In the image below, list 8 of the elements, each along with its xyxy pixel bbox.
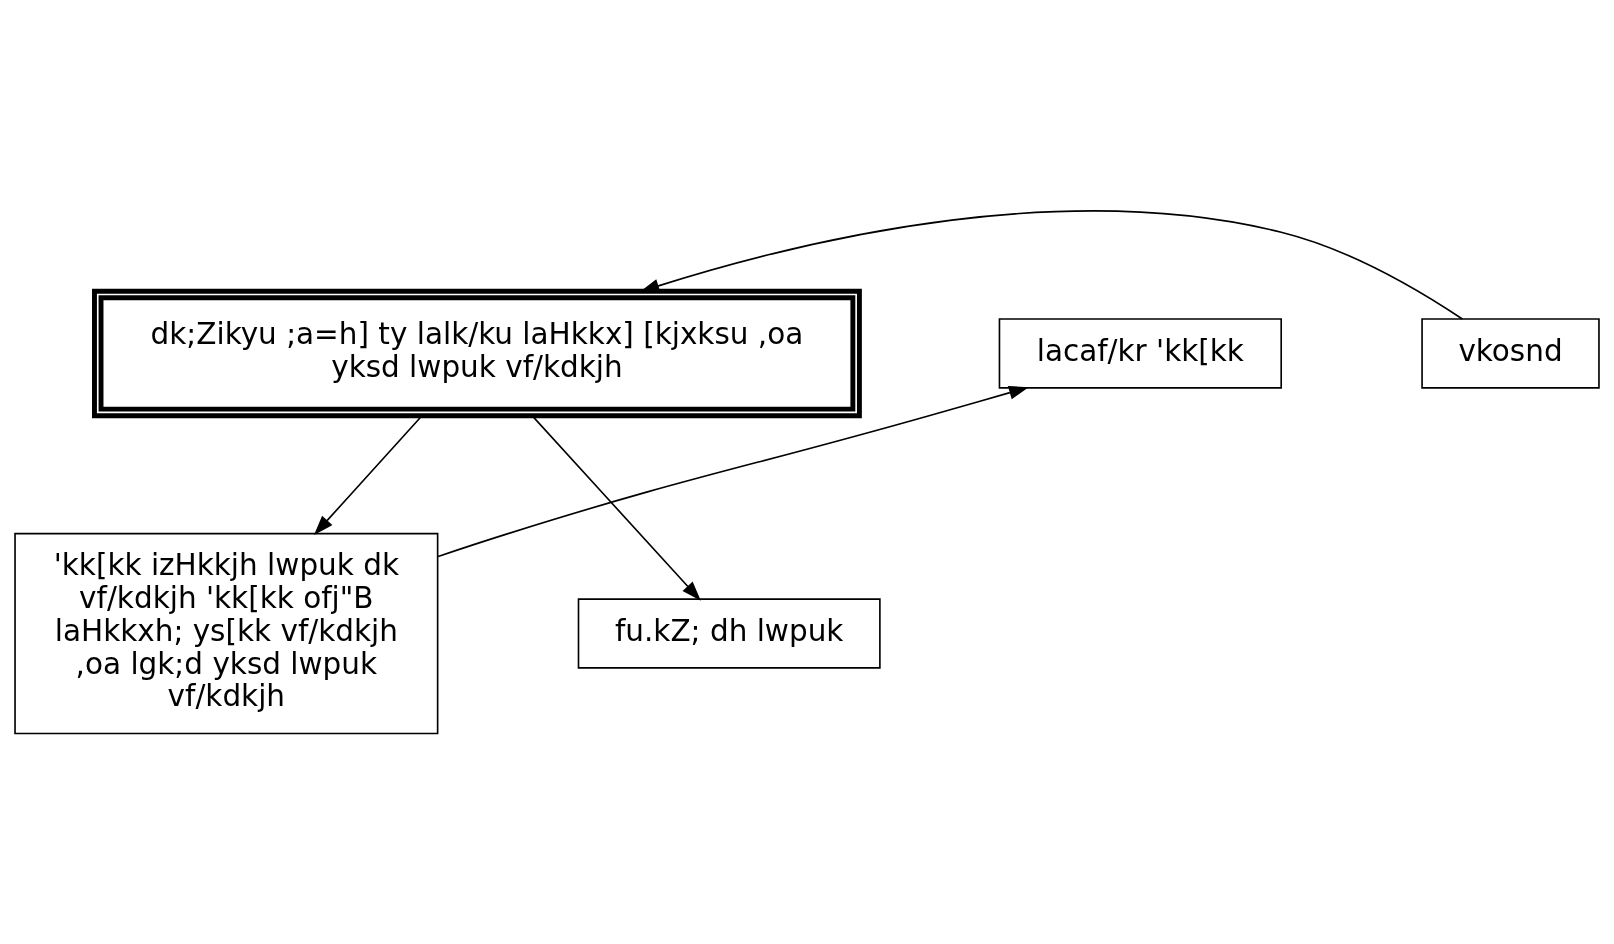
node-box: fu.kZ; dh lwpuk (577, 598, 881, 669)
arrow (531, 415, 701, 601)
node-box: vkosnd (1421, 318, 1600, 389)
node-box: 'kk[kk izHkkjh lwpuk dk vf/kdkjh 'kk[kk ofj"B laHkkxh; ys[kk vf/kdkjh ,oa lgk;d yksd lwpuk vf/kdkjh (14, 532, 439, 735)
node-box: dk;Zikyu ;a=h] ty lalk/ku laHkkx] [kjxksu ,oa yksd lwpuk vf/kdkjh (92, 288, 862, 419)
arrow (314, 415, 423, 536)
node-box: lacaf/kr 'kk[kk (998, 318, 1282, 389)
arrow (437, 386, 1029, 558)
